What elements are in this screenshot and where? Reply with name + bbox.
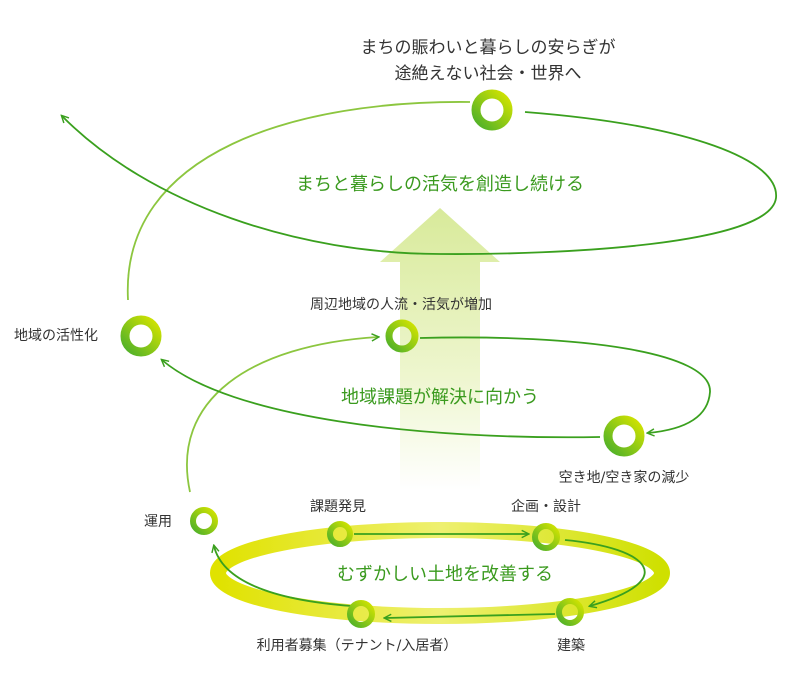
middle-loop-path-up (186, 337, 378, 493)
recruit-label: 利用者募集（テナント/入居者） (257, 637, 458, 654)
increase-label: 周辺地域の人流・活気が増加 (310, 297, 492, 313)
decrease-label: 空き地/空き家の減少 (559, 469, 690, 486)
bottom-loop-caption: むずかしい土地を改善する (337, 564, 553, 585)
decrease-node-icon (603, 415, 645, 457)
top-loop-caption: まちと暮らしの活気を創造し続ける (296, 174, 584, 195)
operation-label: 運用 (144, 514, 172, 530)
top-loop-path (127, 101, 471, 301)
goal-label-line1: まちの賑わいと暮らしの安らぎが (361, 38, 616, 58)
upward-arrow (380, 208, 500, 490)
discovery-label: 課題発見 (310, 499, 366, 515)
middle-loop-caption: 地域課題が解決に向かう (341, 387, 539, 408)
bottom-arrow-planning-construction (564, 539, 646, 606)
bottom-arrow-construction-recruit (385, 613, 556, 618)
revitalize-label: 地域の活性化 (14, 328, 98, 344)
revitalize-node-icon (120, 315, 162, 357)
planning-label: 企画・設計 (511, 498, 581, 515)
top-loop-path-right (62, 111, 777, 255)
operation-node-icon (190, 507, 218, 535)
increase-node-icon (385, 319, 419, 353)
recruit-node-icon (347, 600, 375, 628)
discovery-node-icon (327, 521, 353, 547)
middle-loop-path-left (162, 360, 601, 439)
goal-label-line2: 途絶えない社会・世界へ (395, 64, 582, 84)
goal-node-icon (471, 89, 513, 131)
construction-label: 建築 (557, 638, 585, 654)
middle-loop-path-right (419, 336, 711, 433)
planning-node-icon (532, 523, 560, 551)
construction-node-icon (556, 598, 584, 626)
bottom-arrow-recruit-operation (214, 546, 353, 607)
